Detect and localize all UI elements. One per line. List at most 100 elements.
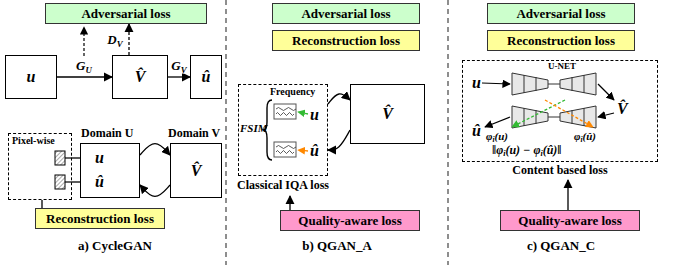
content-region: U-NET uV̂ û φi(u) φi(û) ‖φi(u) − φi(û)‖ Conten… — [462, 60, 658, 180]
connector — [328, 94, 350, 104]
edge-label: GU — [75, 59, 93, 74]
connector — [57, 76, 112, 77]
node-text: u — [310, 106, 319, 124]
loss-box: Quality-aware loss — [280, 210, 420, 231]
unet-decoder — [560, 73, 596, 95]
connectors — [42, 24, 568, 210]
image-box: u — [5, 55, 57, 99]
unet-encoder — [512, 73, 548, 95]
hatched-patch — [55, 175, 65, 189]
node-text: Classical IQA loss — [237, 179, 329, 193]
connector — [41, 200, 42, 208]
panel-divider — [225, 0, 226, 265]
node-text: V̂ — [113, 68, 167, 86]
connector — [328, 130, 350, 150]
subscript: i — [580, 135, 582, 144]
loss-box: Reconstruction loss — [272, 30, 420, 51]
node-text: FSIM — [240, 122, 268, 135]
pixel-link — [65, 157, 72, 158]
panel-caption: a) CycleGAN — [78, 239, 152, 254]
flow-arrow — [598, 84, 614, 100]
connector — [140, 185, 170, 196]
node-text: Reconstruction loss — [488, 33, 634, 48]
hatched-patch — [55, 151, 65, 165]
loss-box: Reconstruction loss — [35, 208, 165, 229]
node-text: Frequency — [270, 86, 315, 98]
node-text: Adversarial loss — [273, 6, 419, 21]
node-text: φi(u) — [486, 130, 508, 143]
loss-box: Adversarial loss — [45, 3, 207, 24]
node-text: V̂ — [171, 161, 221, 179]
node-text: φi(û) — [574, 130, 596, 143]
connector — [140, 144, 170, 155]
feature-arrow — [298, 150, 308, 151]
wave — [276, 108, 296, 116]
node-text: Quality-aware loss — [281, 213, 419, 228]
flow-arrow — [485, 117, 510, 127]
generator-arrow — [83, 27, 84, 56]
flow-arrow — [482, 83, 510, 84]
node-text: Reconstruction loss — [273, 33, 419, 48]
subscript: U — [86, 64, 92, 74]
pixel-link — [65, 181, 72, 182]
node-text: V̂ — [351, 105, 424, 123]
connector — [567, 180, 568, 210]
unet-lines — [524, 75, 584, 93]
node-text: û — [191, 68, 221, 86]
image-box: û — [190, 55, 222, 99]
image-box: V̂ — [350, 84, 425, 144]
edge-label: DV — [106, 33, 123, 48]
loss-box: Adversarial loss — [272, 3, 420, 24]
node-text: V̂ — [617, 100, 628, 118]
node-text: Content based loss — [512, 164, 607, 178]
pixel-wise-box: Pixel-wise — [8, 133, 72, 200]
image-box: V̂ — [112, 55, 168, 99]
subscript: V — [117, 38, 123, 48]
connector — [72, 157, 80, 158]
subscript: i — [492, 135, 494, 144]
iqa-region: FrequencyFSIM uûClassical IQA loss — [233, 84, 333, 196]
subscript: V — [181, 64, 187, 74]
node-text: Reconstruction loss — [36, 211, 164, 226]
loss-box: Adversarial loss — [487, 3, 635, 24]
subscript: i — [503, 149, 505, 158]
node-text: û — [310, 142, 319, 160]
unet-encoder — [512, 106, 548, 128]
panel-divider — [447, 0, 448, 265]
connector — [72, 181, 80, 182]
panel-caption: b) QGAN_A — [302, 239, 372, 254]
panel-caption: c) QGAN_C — [527, 239, 595, 254]
domain-box: Domain VV̂ — [170, 143, 222, 198]
node-text: Domain U — [81, 127, 133, 141]
node-text: Adversarial loss — [488, 6, 634, 21]
connector — [289, 196, 290, 210]
node-text: Pixel-wise — [12, 135, 55, 147]
loss-box: Reconstruction loss — [487, 30, 635, 51]
feature-arrow — [512, 100, 565, 127]
frequency-icon — [274, 104, 296, 119]
loss-box: Quality-aware loss — [500, 210, 640, 231]
flow-arrow — [598, 113, 614, 117]
node-text: ‖φi(u) − φi(û)‖ — [492, 144, 562, 158]
domain-box: Domain Uuû — [80, 143, 140, 198]
node-text: u — [95, 149, 104, 167]
feature-arrow — [545, 100, 593, 127]
connector — [168, 76, 190, 77]
node-text: u — [6, 68, 56, 86]
connector — [128, 24, 129, 55]
node-text: Adversarial loss — [46, 6, 206, 21]
node-text: u — [472, 74, 481, 92]
edge-label: GV — [170, 59, 187, 74]
node-text: û — [472, 122, 481, 140]
frequency-icon — [274, 142, 296, 157]
node-text: Domain V — [168, 127, 220, 141]
subscript: i — [540, 149, 542, 158]
node-text: U-NET — [548, 61, 576, 71]
node-text: Quality-aware loss — [501, 213, 639, 228]
feature-arrow — [298, 112, 308, 114]
unet-decoder — [560, 106, 596, 128]
wave — [276, 146, 296, 154]
